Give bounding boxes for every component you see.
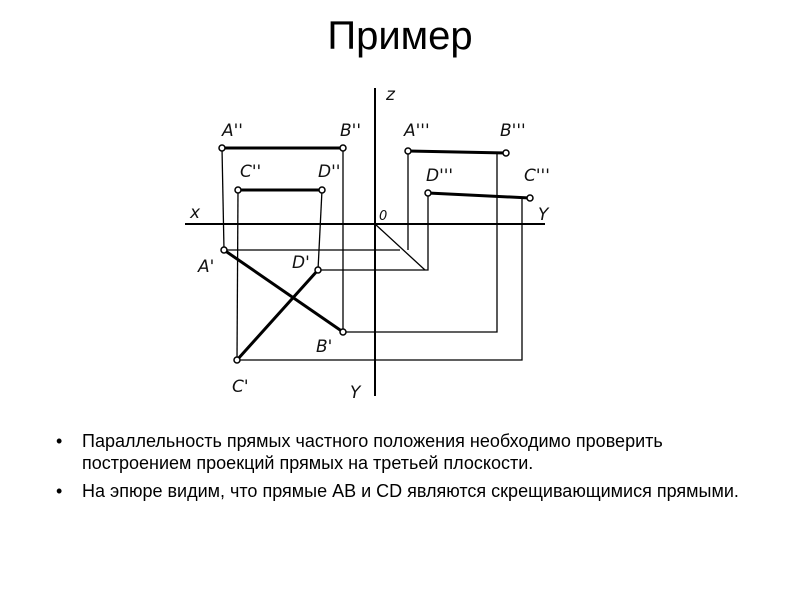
label-b3: B''': [500, 121, 526, 141]
projection-diagram: z x Y Y 0 A'' B'' C'' D'' A''' B''' D'''…: [185, 85, 550, 403]
point-markers: [218, 144, 534, 364]
label-b1: B': [316, 337, 332, 357]
point-a2: [218, 144, 226, 152]
connection-lines: [221, 147, 523, 361]
label-a2: A'': [221, 121, 243, 141]
axis-label-x: x: [189, 203, 201, 223]
point-a3: [404, 147, 412, 155]
segment-a1-b1: [223, 248, 344, 334]
point-c1: [233, 356, 241, 364]
label-d3: D''': [426, 166, 453, 186]
axis-label-z: z: [385, 85, 396, 105]
segment-a3-b3: [407, 149, 507, 155]
point-c2: [234, 186, 242, 194]
point-d3: [424, 189, 432, 197]
point-d2: [318, 186, 326, 194]
bullet-item: На эпюре видим, что прямые AB и CD являю…: [56, 480, 776, 502]
slide-title: Пример: [327, 14, 473, 58]
label-a3: A''': [403, 121, 430, 141]
point-b3: [502, 149, 510, 157]
label-a1: A': [197, 257, 214, 277]
point-d1: [314, 266, 322, 274]
label-d2: D'': [318, 162, 340, 182]
bullet-item: Параллельность прямых частного положения…: [56, 430, 776, 474]
point-b2: [339, 144, 347, 152]
label-d1: D': [292, 253, 310, 273]
segment-d3-c3: [427, 191, 531, 200]
bisector-line: [374, 223, 426, 271]
bullet-list: Параллельность прямых частного положения…: [56, 430, 776, 508]
axis-label-origin: 0: [379, 209, 387, 224]
point-b1: [339, 328, 347, 336]
label-c2: C'': [240, 162, 261, 182]
axis-label-y-bottom: Y: [350, 383, 362, 403]
point-a1: [220, 246, 228, 254]
label-b2: B'': [340, 121, 361, 141]
label-c3: C''': [524, 166, 550, 186]
axis-label-y-right: Y: [538, 205, 550, 225]
segment-c1-d1: [235, 268, 320, 362]
label-c1: C': [232, 377, 249, 397]
point-c3: [526, 194, 534, 202]
